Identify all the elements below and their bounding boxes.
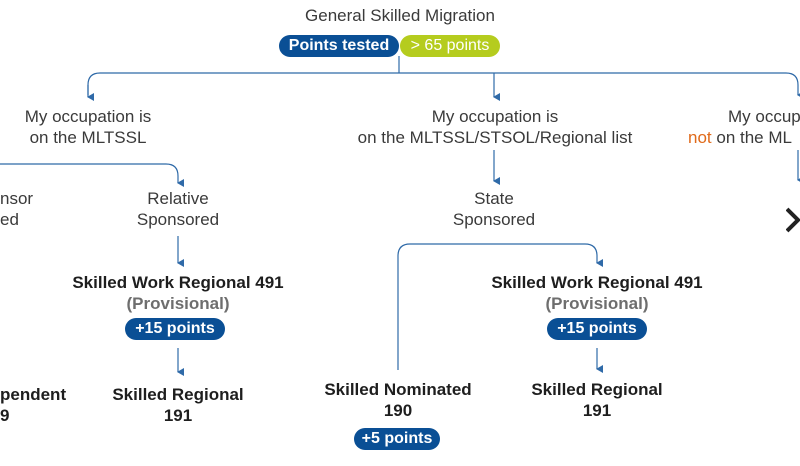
left-491-points-badge: +15 points [125, 318, 225, 340]
threshold-badge: > 65 points [400, 35, 500, 57]
left-occupation-heading: My occupation is on the MLTSSL [24, 107, 152, 147]
employer-sponsored-label: nsor ed [0, 189, 34, 229]
middle-occupation-heading: My occupation is on the MLTSSL/STSOL/Reg… [357, 107, 633, 147]
left-skilled-regional-191: Skilled Regional 191 [112, 385, 244, 425]
skilled-nominated-190: Skilled Nominated 190 [324, 380, 472, 420]
connector-state-split [397, 243, 603, 370]
state-sponsored-label: State Sponsored [452, 189, 536, 229]
page-title: General Skilled Migration [305, 6, 495, 25]
middle-190-points-badge: +5 points [354, 428, 440, 450]
skilled-independent-visa: pendent 9 [0, 385, 67, 425]
relative-sponsored-label: Relative Sponsored [136, 189, 220, 229]
middle-skilled-work-regional-491: Skilled Work Regional 491 (Provisional) [491, 273, 703, 313]
chevron-right-icon [786, 207, 800, 233]
points-tested-badge: Points tested [279, 35, 399, 57]
left-skilled-work-regional-491: Skilled Work Regional 491 (Provisional) [72, 273, 284, 313]
connector-left-split [0, 163, 184, 187]
connector-top-bar [87, 72, 800, 99]
right-occupation-heading: My occupa not on the ML [688, 107, 800, 147]
middle-491-points-badge: +15 points [547, 318, 647, 340]
middle-skilled-regional-191: Skilled Regional 191 [531, 380, 663, 420]
